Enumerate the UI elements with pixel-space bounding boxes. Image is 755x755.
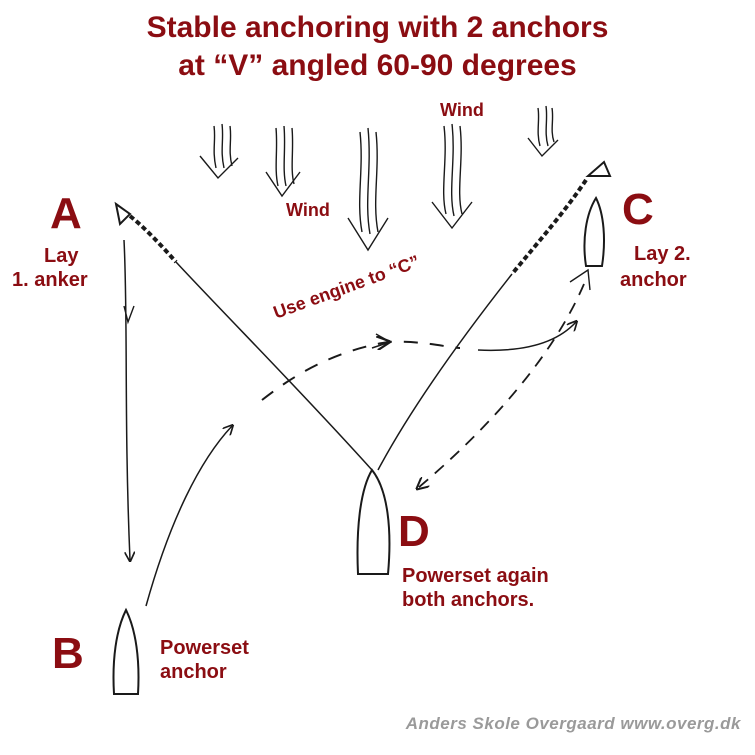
point-c-letter: C [622, 185, 654, 234]
boat-icon [356, 468, 391, 575]
point-d-note-1: Powerset again [402, 565, 549, 587]
wind-arrow-icon [527, 105, 559, 158]
anchor-line-c [377, 273, 513, 471]
path-b-to-c [145, 426, 232, 607]
boat-icon [112, 607, 140, 695]
path-c-to-d [418, 283, 585, 488]
path-engine-dashed [261, 342, 461, 401]
path-to-c-end [477, 322, 576, 352]
point-a-note-2: 1. anker [12, 269, 88, 291]
anchor-chain-c [510, 178, 588, 276]
title-line-2: at “V” angled 60-90 degrees [178, 49, 577, 82]
anchor-icon [585, 160, 612, 177]
point-d-note-2: both anchors. [402, 589, 535, 611]
title-line-1: Stable anchoring with 2 anchors [146, 11, 609, 44]
wind-arrows [199, 105, 559, 252]
wind-arrow-icon [347, 127, 389, 252]
point-c-note-2: anchor [620, 269, 687, 291]
anchor-icon [114, 201, 132, 227]
point-b-note-1: Powerset [160, 637, 249, 659]
boat-icon [583, 195, 605, 267]
wind-arrow-icon [199, 123, 239, 180]
wind-arrow-icon [431, 123, 473, 230]
path-a-to-b [123, 239, 130, 560]
wind-label: Wind [286, 200, 330, 220]
point-a-letter: A [50, 189, 82, 238]
footer-credit: Anders Skole Overgaard www.overg.dk [405, 714, 741, 733]
wind-arrow-icon [265, 125, 301, 198]
point-d-letter: D [398, 507, 430, 556]
point-b-note-2: anchor [160, 661, 227, 683]
point-b-letter: B [52, 629, 84, 678]
anchor-chain-a [128, 214, 178, 264]
point-c-note-1: Lay 2. [634, 243, 691, 265]
point-a-note-1: Lay [44, 245, 79, 267]
anchor-line-a [175, 261, 373, 471]
wind-label: Wind [440, 100, 484, 120]
